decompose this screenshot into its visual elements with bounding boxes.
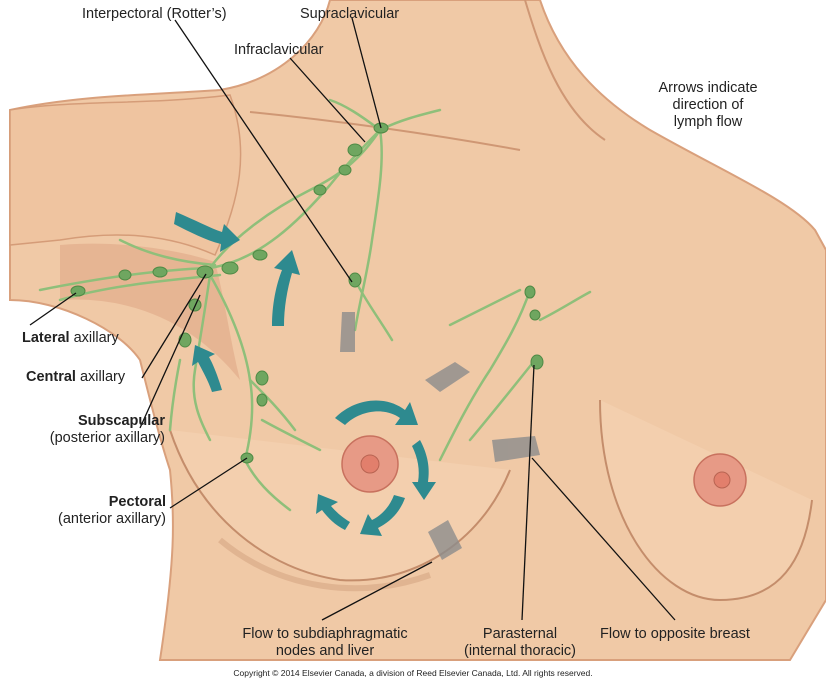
label-lateral-axillary: Lateral axillary [22, 330, 119, 347]
right-nipple [713, 471, 731, 489]
inframammary-shadow [218, 537, 432, 592]
axillary-node [221, 261, 239, 275]
flow-arrow [192, 345, 222, 392]
leader-infraclavicular [289, 57, 366, 143]
axillary-node [118, 269, 132, 281]
parasternal-node [529, 309, 541, 321]
flow-arrow-parasternal [425, 362, 470, 392]
label-supraclavicular: Supraclavicular [300, 6, 400, 22]
label-subscapular: Subscapular (posterior axillary) [0, 413, 165, 447]
leader-interpectoral [174, 19, 353, 283]
pectoral-node [256, 393, 268, 407]
label-line: Flow to subdiaphragmatic [242, 626, 408, 642]
label-interpectoral: Interpectoral (Rotter’s) [82, 6, 227, 22]
flow-arrow [272, 250, 300, 326]
interpectoral-node [348, 272, 362, 288]
flow-arrow [316, 494, 350, 530]
infraclavicular-node [347, 143, 363, 157]
flow-arrow [335, 400, 418, 425]
left-nipple [360, 454, 380, 474]
leader-pectoral [169, 457, 248, 509]
label-central-bold: Central [26, 369, 76, 385]
label-opposite-breast: Flow to opposite breast [600, 626, 750, 642]
axillary-node [152, 266, 168, 278]
pectoral-node [255, 370, 269, 386]
label-lateral-bold: Lateral [22, 330, 70, 346]
note-line: lymph flow [673, 114, 743, 130]
teal-flow-arrows [174, 212, 436, 536]
leader-lines [29, 17, 676, 621]
flow-arrow-opposite [492, 436, 540, 462]
subscapular-node [178, 332, 192, 348]
flow-arrow-interpectoral [340, 312, 355, 352]
label-parasternal: Parasternal (internal thoracic) [440, 626, 600, 660]
parasternal-node [524, 285, 536, 299]
label-infraclavicular: Infraclavicular [234, 42, 324, 58]
gray-flow-arrows [340, 312, 540, 560]
label-subscapular-sub: (posterior axillary) [49, 430, 165, 446]
label-pectoral-bold: Pectoral [108, 494, 166, 510]
arm-skin [9, 94, 242, 256]
flow-arrow-subdiaphragmatic [428, 520, 462, 560]
label-subdiaphragmatic: Flow to subdiaphragmatic nodes and liver [225, 626, 425, 660]
axillary-node [252, 249, 268, 261]
label-line: nodes and liver [275, 643, 375, 659]
label-line: Parasternal [482, 626, 558, 642]
flow-arrow [174, 212, 240, 252]
label-lateral-rest: axillary [69, 330, 119, 346]
note-arrows: Arrows indicate direction of lymph flow [648, 80, 768, 131]
parasternal-node [530, 354, 544, 370]
leader-opposite [531, 457, 676, 621]
copyright-notice: Copyright © 2014 Elsevier Canada, a divi… [233, 668, 593, 678]
infraclavicular-node [313, 184, 327, 196]
label-pectoral: Pectoral (anterior axillary) [0, 494, 166, 528]
label-pectoral-sub: (anterior axillary) [58, 511, 166, 527]
label-central-rest: axillary [75, 369, 126, 385]
flow-arrow [412, 440, 436, 500]
leader-subdiaphragmatic [321, 561, 433, 621]
leader-parasternal [521, 364, 535, 621]
note-line: Arrows indicate [658, 80, 758, 96]
label-line: (internal thoracic) [463, 643, 576, 659]
leader-supraclavicular [351, 17, 382, 129]
label-central-axillary: Central axillary [26, 369, 125, 386]
neck-contour [524, 0, 606, 141]
infraclavicular-node [338, 164, 352, 176]
flow-arrow [360, 495, 405, 536]
leader-lateral [29, 292, 77, 326]
leader-central [141, 273, 207, 379]
central-axillary-node [196, 265, 214, 279]
label-subscapular-bold: Subscapular [77, 413, 165, 429]
supraclavicular-node [373, 122, 389, 134]
note-line: direction of [672, 97, 744, 113]
leader-subscapular [139, 294, 201, 429]
